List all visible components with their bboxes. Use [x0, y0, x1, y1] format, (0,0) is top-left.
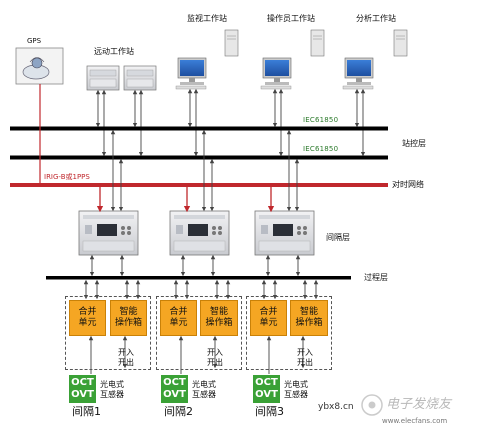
watermark-site: ybx8.cn [318, 402, 354, 412]
oct-ovt-2: OCT OVT [161, 375, 188, 403]
station-bus-1 [10, 126, 388, 131]
bay-box-2 [156, 296, 242, 370]
smart-box-3: 智能 操作箱 [290, 300, 328, 336]
monitor-workstation [175, 29, 239, 90]
process-unit-links [83, 279, 319, 300]
remote-station-device-2 [123, 65, 157, 91]
watermark-url: www.elecfans.com [382, 417, 448, 425]
io-label-2: 开入 开出 [207, 348, 223, 367]
smart-box-1: 智能 操作箱 [110, 300, 147, 336]
ovt-label-3: OVT [255, 389, 278, 400]
bay-label-1: 间隔1 [72, 405, 101, 418]
operator-station-label: 操作员工作站 [267, 14, 315, 23]
bay-label-3: 间隔3 [255, 405, 284, 418]
oct-label-2: OCT [163, 377, 186, 388]
bay-device-2 [169, 210, 230, 256]
oct-label-3: OCT [255, 377, 278, 388]
merge-unit-3: 合并 单元 [250, 300, 287, 336]
bay-links [110, 129, 300, 212]
gps-device [15, 47, 64, 85]
transformer-label-1: 光电式 互感器 [100, 380, 124, 399]
bay-box-3 [246, 296, 332, 370]
ovt-label-1: OVT [71, 389, 94, 400]
bay-device-3 [254, 210, 315, 256]
merge-unit-1: 合并 单元 [69, 300, 106, 336]
iec-top-label: IEC61850 [303, 116, 339, 124]
time-network-label: 对时网络 [392, 180, 424, 189]
remote-station-device-1 [86, 65, 120, 91]
analysis-workstation [342, 29, 408, 90]
oct-ovt-3: OCT OVT [253, 375, 280, 403]
station-bus-2 [10, 155, 388, 160]
bay-process-links [89, 254, 301, 277]
watermark-logo: 电子发烧友 [386, 397, 452, 412]
station-bus-links [95, 88, 366, 157]
remote-station-label: 远动工作站 [94, 47, 134, 56]
smart-box-2: 智能 操作箱 [200, 300, 238, 336]
io-label-3: 开入 开出 [297, 348, 313, 367]
station-layer-label: 站控层 [402, 139, 426, 148]
monitor-station-label: 监视工作站 [187, 14, 227, 23]
ovt-label-2: OVT [163, 389, 186, 400]
transformer-label-2: 光电式 互感器 [192, 380, 216, 399]
bay-layer-label: 间隔层 [326, 233, 350, 242]
bay-device-1 [78, 210, 139, 256]
watermark-logo-mark [361, 394, 383, 416]
transformer-label-3: 光电式 互感器 [284, 380, 308, 399]
io-label-1: 开入 开出 [118, 348, 134, 367]
iec-bottom-label: IEC61850 [303, 145, 339, 153]
sync-arrows [96, 187, 275, 213]
time-sync-bus [10, 183, 388, 187]
operator-workstation [260, 29, 325, 90]
process-bus [46, 276, 351, 280]
oct-ovt-1: OCT OVT [69, 375, 96, 403]
analysis-station-label: 分析工作站 [356, 14, 396, 23]
process-layer-label: 过程层 [364, 273, 388, 282]
bay-box-1 [65, 296, 151, 370]
unit-lower-links [88, 335, 306, 374]
merge-unit-2: 合并 单元 [160, 300, 197, 336]
oct-label-1: OCT [71, 377, 94, 388]
time-sync-label: IRIG-B或1PPS [44, 173, 90, 181]
bay-label-2: 间隔2 [164, 405, 193, 418]
gps-label: GPS [27, 37, 42, 45]
